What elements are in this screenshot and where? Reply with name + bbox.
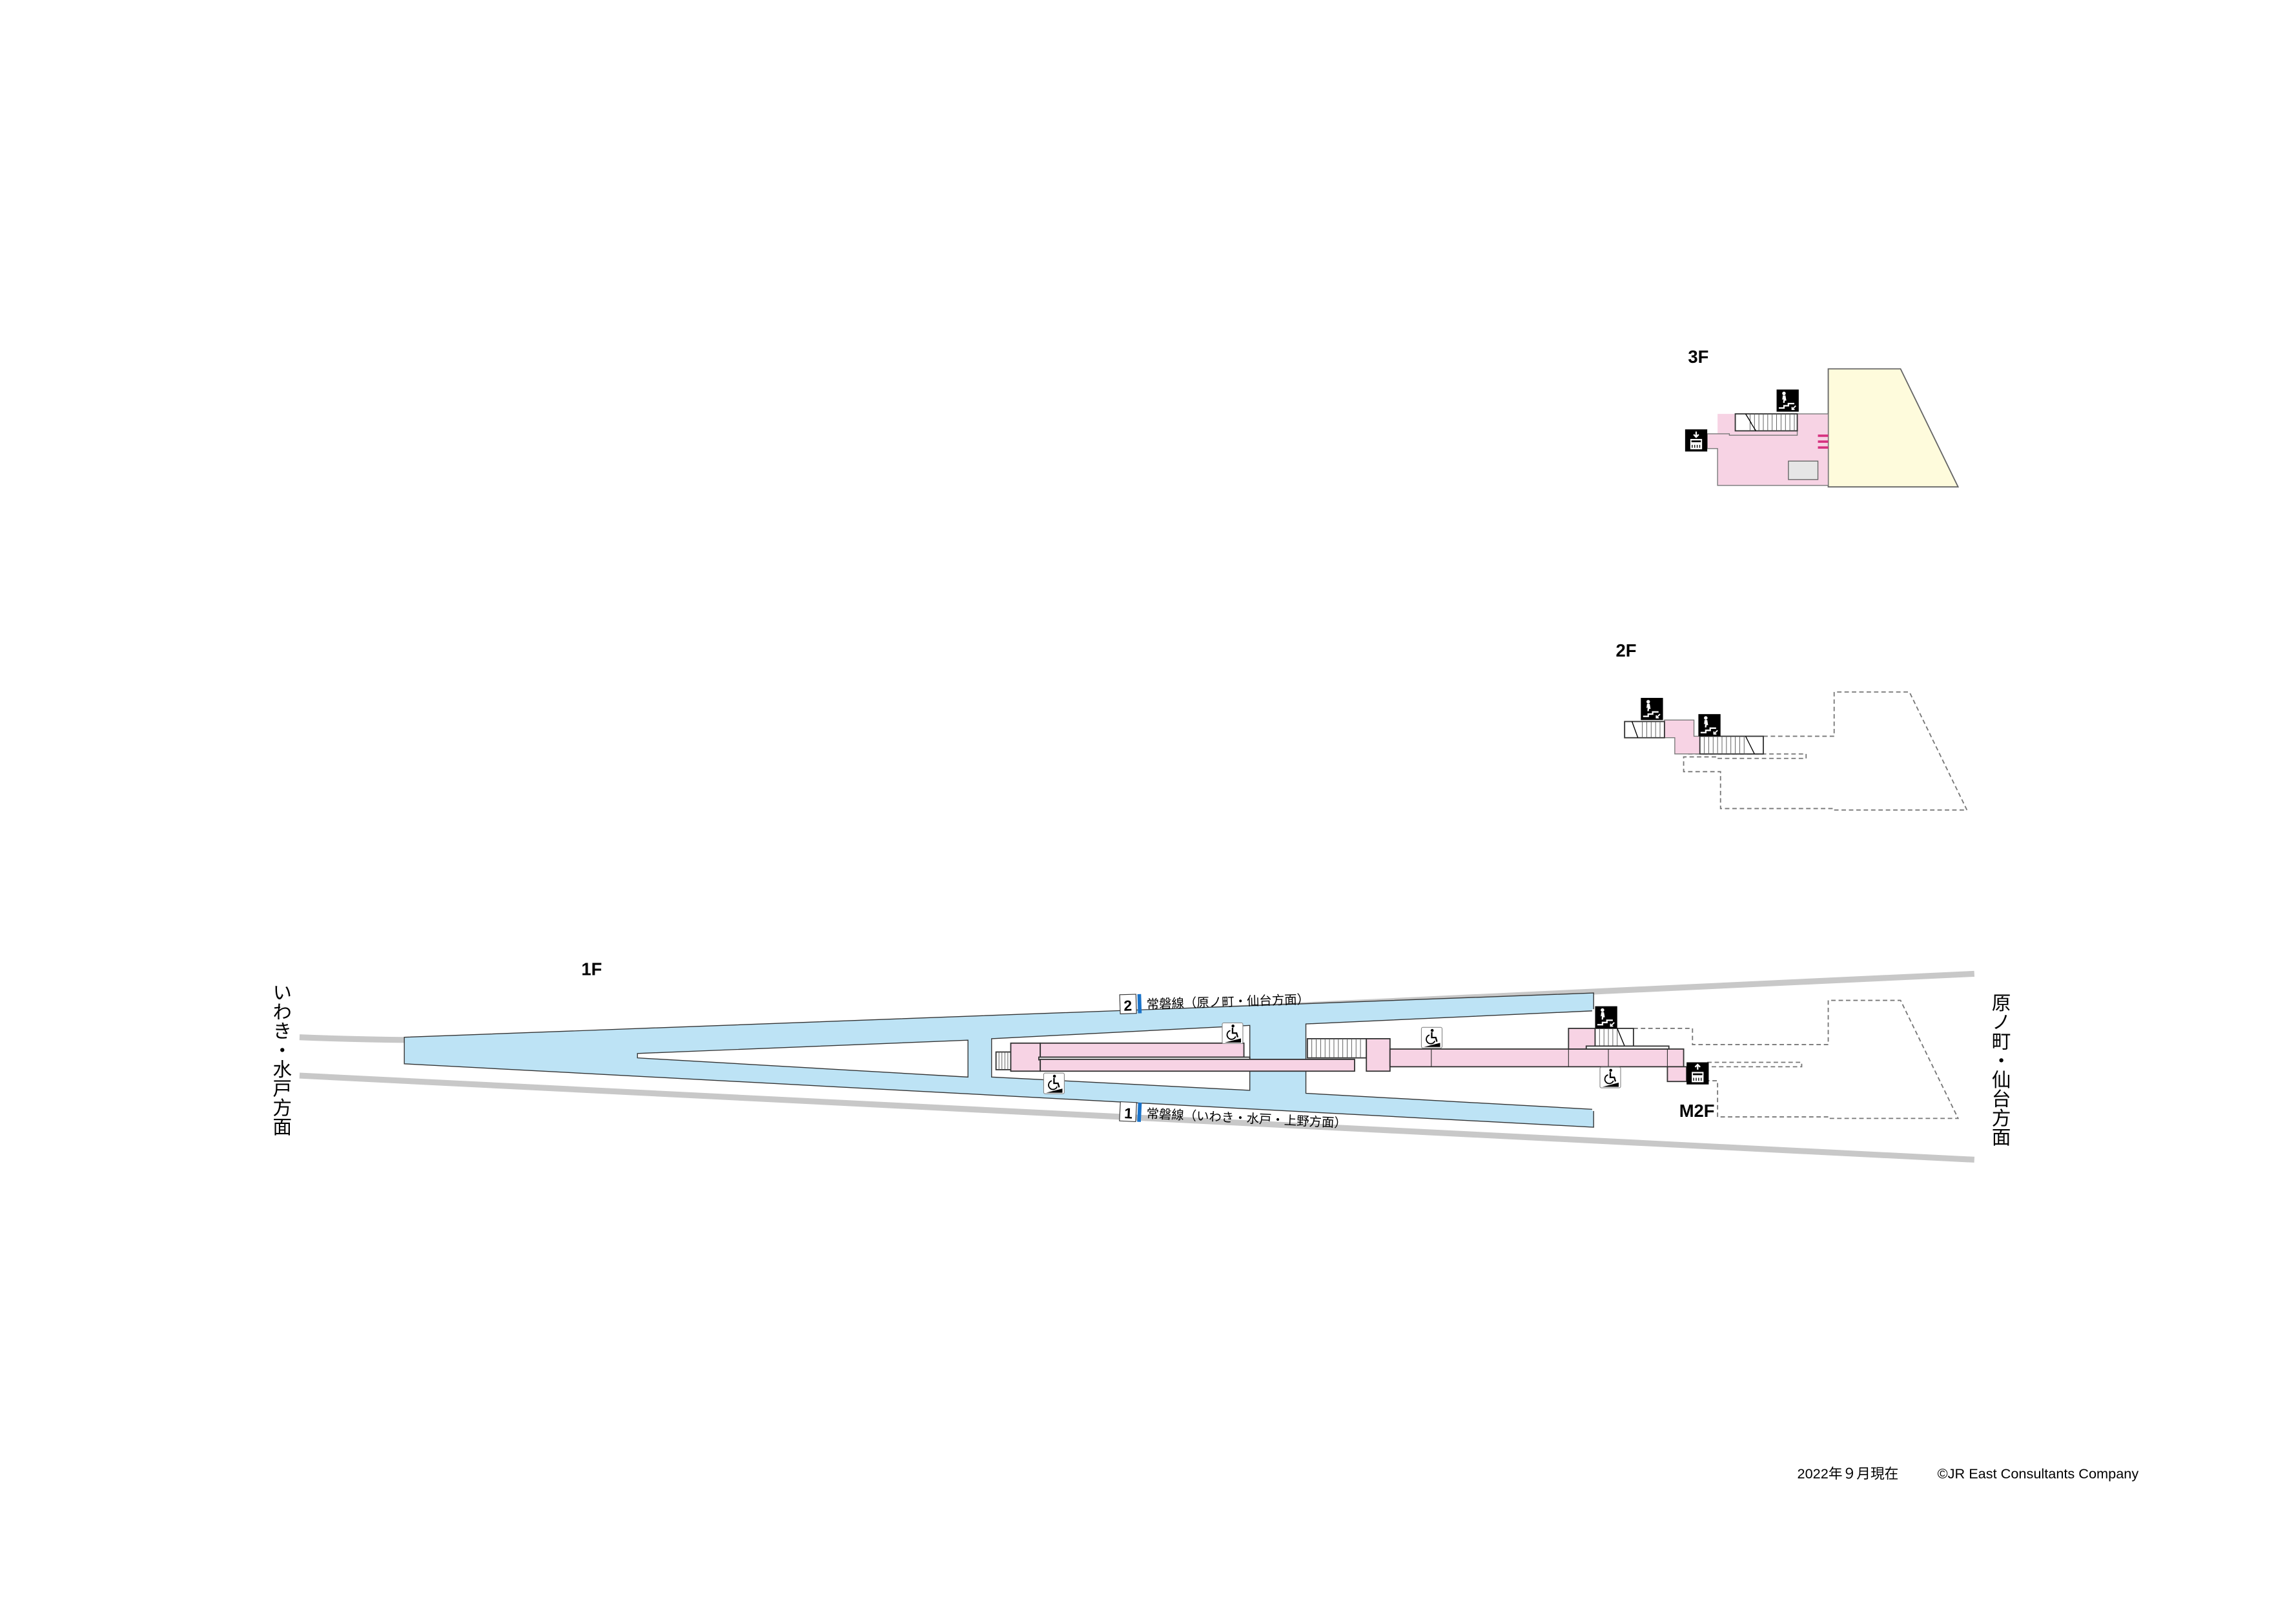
line-color-bar <box>1137 1102 1142 1122</box>
stairs-east[interactable] <box>1594 1028 1634 1047</box>
platform-number-box <box>1119 1101 1137 1123</box>
passage-upper <box>1040 1042 1245 1058</box>
as-of-date: 2022年９月現在 <box>1798 1465 1899 1482</box>
floor-2f: 2F <box>1615 640 1968 811</box>
line-color-bar <box>1137 994 1142 1014</box>
floor-1f: 1F M2F <box>269 959 2011 1163</box>
stair-treads <box>1745 413 1795 431</box>
elevator-icon <box>1686 1061 1710 1085</box>
stair-treads <box>1311 1038 1361 1058</box>
stairs-icon <box>1776 389 1799 413</box>
outline-upper-floor <box>1683 691 1968 811</box>
concourse-west <box>1010 1042 1041 1072</box>
stair-treads <box>998 1052 1009 1070</box>
stairs-west[interactable] <box>995 1051 1012 1070</box>
concourse-m2f <box>1666 1066 1688 1083</box>
copyright: ©JR East Consultants Company <box>1938 1465 2139 1482</box>
stairs-3f[interactable] <box>1734 413 1798 432</box>
stair-treads <box>1704 736 1745 754</box>
wheelchair-slope-icon <box>1420 1026 1443 1049</box>
stairs-2f-left[interactable] <box>1624 720 1665 739</box>
ticket-gates <box>1818 434 1829 449</box>
concourse-center <box>1366 1038 1391 1072</box>
corridor-dividers <box>1431 1048 1668 1067</box>
wheelchair-slope-icon <box>1043 1072 1065 1095</box>
direction-left: いわき・水戸方面 <box>269 983 292 1136</box>
stairs-icon <box>1594 1005 1618 1029</box>
outline-ledge <box>1707 1061 1803 1068</box>
platform-number: 2 <box>1123 997 1133 1014</box>
wheelchair-slope-icon <box>1599 1066 1622 1089</box>
outline-upper-floor <box>1633 999 1960 1119</box>
track-down <box>299 1072 1975 1163</box>
stair-treads <box>1599 1028 1618 1046</box>
platform-number: 1 <box>1124 1105 1133 1122</box>
ticket-machine-area <box>1788 460 1819 480</box>
stairs-icon <box>1697 713 1721 737</box>
stairs-icon <box>1640 697 1664 721</box>
building-area <box>1827 368 1960 488</box>
ledge-east <box>1585 1045 1670 1050</box>
floor-label-2f: 2F <box>1615 640 1636 660</box>
passage-lower <box>1040 1059 1355 1072</box>
stair-direction-line <box>1631 721 1639 738</box>
stair-direction-line <box>1745 736 1755 755</box>
floor-label-3f: 3F <box>1688 347 1708 367</box>
platform-void <box>637 1039 969 1078</box>
corridor-east <box>1389 1048 1685 1068</box>
direction-right: 原ノ町・仙台方面 <box>1988 993 2011 1147</box>
stair-treads <box>1642 721 1661 738</box>
floor-label-1f: 1F <box>581 959 602 979</box>
platform-number-box <box>1119 994 1137 1015</box>
wheelchair-slope-icon <box>1221 1022 1244 1045</box>
stair-direction-line <box>1617 1028 1625 1046</box>
elevator-icon <box>1684 428 1708 453</box>
concourse-2f <box>1664 719 1701 755</box>
floor-label-m2f: M2F <box>1679 1101 1715 1121</box>
stairs-2f-right[interactable] <box>1699 735 1764 755</box>
floor-3f: 3F <box>1684 347 1960 488</box>
stairs-center[interactable] <box>1306 1038 1368 1059</box>
